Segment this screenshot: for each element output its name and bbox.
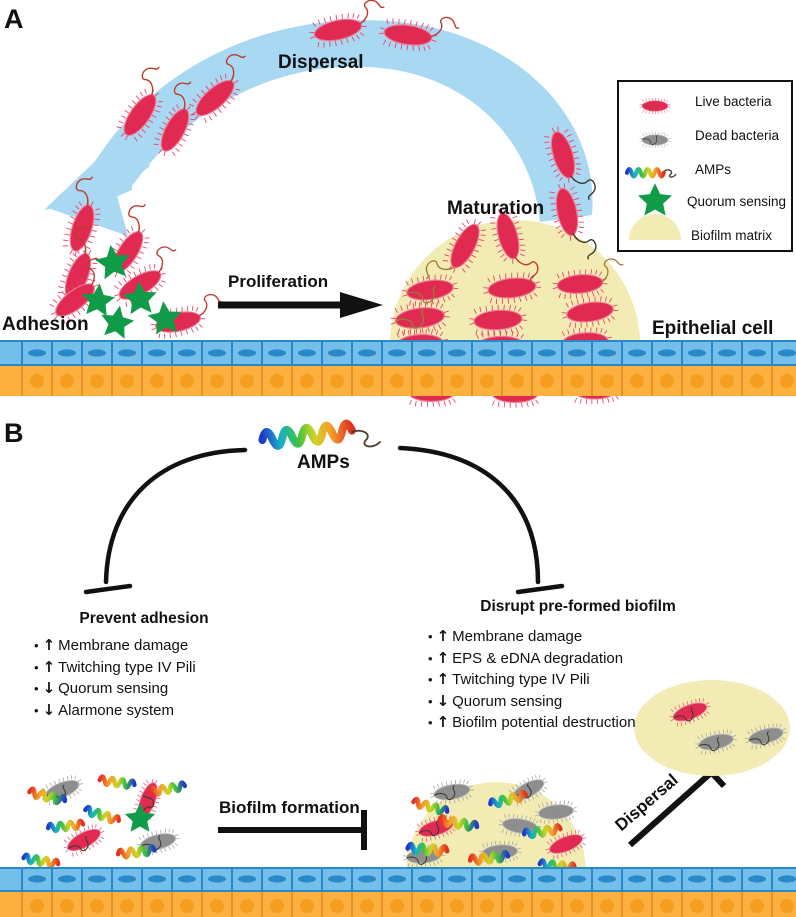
legend-item-live-bacteria: Live bacteria [695,94,772,109]
trend-arrow-icon: ↑ [436,670,450,688]
trend-arrow-icon: ↓ [42,700,56,719]
list-item: •↑Twitching type IV Pili [34,657,254,679]
prevent-adhesion-list: •↑Membrane damage •↑Twitching type IV Pi… [34,635,254,721]
panel-b-letter: B [4,418,24,448]
list-item-text: Alarmone system [58,701,175,719]
quorum-sensing-star-icon [637,183,673,216]
bullet-glyph: • [34,681,39,696]
legend-label: Quorum sensing [687,194,787,209]
bullet-glyph: • [428,693,433,709]
bullet-glyph: • [428,629,433,644]
dispersal-label-a: Dispersal [278,52,364,73]
bullet-glyph: • [34,659,39,675]
bullet-glyph: • [428,650,433,666]
amp-helix-icon-main [258,419,381,450]
list-item: •↓Quorum sensing [428,691,728,713]
trend-arrow-icon: ↑ [436,713,450,731]
bullet-glyph: • [428,672,433,687]
inhibition-arc-left [83,447,248,595]
disrupted-biofilm-dome [401,770,590,899]
bullet-glyph: • [428,715,433,730]
panel-a-letter: A [4,4,24,34]
biofilm-formation-label: Biofilm formation [219,798,360,817]
legend-label: Dead bacteria [695,128,780,143]
trend-arrow-icon: ↑ [42,657,56,676]
disrupt-biofilm-heading: Disrupt pre-formed biofilm [480,598,676,615]
bullet-glyph: • [34,702,39,718]
amps-label: AMPs [297,452,350,473]
prevent-adhesion-heading: Prevent adhesion [79,610,209,627]
trend-arrow-icon: ↓ [42,679,56,697]
legend-item-biofilm-matrix: Biofilm matrix [691,228,772,243]
trend-arrow-icon: ↓ [436,691,450,710]
maturation-label: Maturation [447,198,545,219]
prevent-adhesion-block: Prevent adhesion •↑Membrane damage •↑Twi… [34,610,254,721]
list-item-text: Quorum sensing [452,692,563,710]
legend-box: Live bacteria Dead bacteria AMPs Quorum … [617,80,793,252]
list-item-text: Twitching type IV Pili [452,671,590,688]
adhesion-label: Adhesion [2,314,89,335]
list-item-text: Membrane damage [58,637,189,654]
epithelial-cell-label: Epithelial cell [652,318,774,339]
list-item-text: Quorum sensing [58,680,169,697]
disrupt-biofilm-block: Disrupt pre-formed biofilm •↑Membrane da… [428,598,728,734]
legend-icons [624,97,681,240]
list-item: •↑Twitching type IV Pili [428,669,728,691]
list-item: •↑EPS & eDNA degradation [428,648,728,670]
proliferation-arrow [218,292,383,318]
legend-label: Biofilm matrix [691,228,773,243]
list-item: •↓Quorum sensing [34,678,254,700]
list-item-text: EPS & eDNA degradation [452,649,624,667]
list-item-text: Twitching type IV Pili [58,658,196,676]
trend-arrow-icon: ↑ [436,627,450,645]
list-item: •↑Membrane damage [34,635,254,657]
list-item: •↑Membrane damage [428,626,728,648]
epithelium-layer-A [0,340,796,396]
biofilm-matrix-dome-icon [629,214,681,240]
legend-item-dead-bacteria: Dead bacteria [695,128,779,143]
list-item: •↑Biofilm potential destruction [428,712,728,734]
list-item: •↓Alarmone system [34,700,254,722]
legend-label: AMPs [695,162,732,177]
epithelium-layer-B [0,867,796,917]
disrupt-biofilm-list: •↑Membrane damage •↑EPS & eDNA degradati… [428,626,728,734]
dispersed-bacteria-blob [634,680,790,776]
proliferation-label: Proliferation [228,272,329,291]
dispersal-arc-arrow [44,20,593,236]
trend-arrow-icon: ↑ [42,636,56,654]
biofilm-formation-inhibition-arrow [218,810,367,850]
prevent-adhesion-cluster [21,771,188,869]
trend-arrow-icon: ↑ [436,648,450,667]
list-item-text: Membrane damage [452,628,583,645]
bullet-glyph: • [34,638,39,653]
inhibition-arc-right [397,445,565,595]
legend-item-amps: AMPs [695,162,731,177]
legend-item-quorum-sensing: Quorum sensing [687,194,786,209]
legend-label: Live bacteria [695,94,772,109]
list-item-text: Biofilm potential destruction [452,714,636,731]
